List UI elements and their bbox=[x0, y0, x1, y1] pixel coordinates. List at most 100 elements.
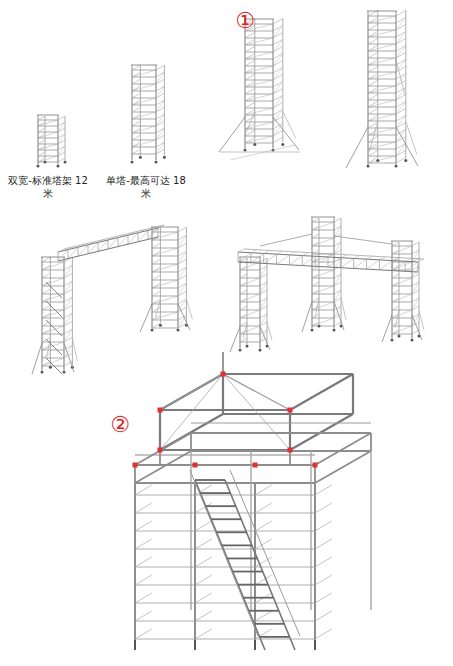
scaffold-stroke bbox=[152, 328, 178, 329]
scaffold-stroke bbox=[195, 495, 255, 496]
scaffold-stroke bbox=[178, 275, 186, 280]
scaffold-stroke bbox=[152, 240, 178, 241]
scaffold-stroke bbox=[289, 256, 302, 265]
scaffold-stroke bbox=[152, 248, 178, 249]
scaffold-stroke bbox=[42, 270, 64, 271]
scaffold-stroke bbox=[240, 338, 247, 342]
scaffold-stroke bbox=[396, 11, 397, 16]
scaffold-stroke bbox=[368, 16, 396, 17]
scaffold-stroke bbox=[260, 327, 270, 351]
castor-wheel bbox=[155, 161, 158, 164]
scaffold-stroke bbox=[368, 58, 396, 59]
scaffold-stroke bbox=[315, 298, 319, 319]
scaffold-stroke bbox=[368, 115, 378, 121]
scaffold-stroke bbox=[260, 257, 261, 262]
scaffold-stroke bbox=[315, 485, 332, 495]
scaffold-stroke bbox=[46, 358, 62, 374]
scaffold-stroke bbox=[396, 31, 406, 37]
scaffold-stroke bbox=[264, 250, 270, 253]
scaffold-stroke bbox=[396, 108, 406, 114]
scaffold-stroke bbox=[254, 483, 256, 640]
scaffold-stroke bbox=[367, 256, 373, 259]
scaffold-stroke bbox=[334, 298, 341, 302]
scaffold-stroke bbox=[273, 53, 283, 59]
scaffold-stroke bbox=[64, 321, 72, 326]
scaffold-stroke bbox=[195, 639, 255, 640]
scaffold-stroke bbox=[289, 252, 295, 255]
scaffold-stroke bbox=[42, 273, 50, 278]
scaffold-stroke bbox=[368, 16, 396, 23]
scaffold-stroke bbox=[273, 88, 283, 94]
scaffold-stroke bbox=[289, 255, 290, 265]
scaffold-stroke bbox=[412, 298, 419, 310]
scaffold-stroke bbox=[227, 558, 257, 560]
scaffold-stroke bbox=[368, 156, 396, 163]
scaffold-stroke bbox=[312, 222, 334, 230]
scaffold-stroke bbox=[38, 128, 45, 132]
scaffold-stroke bbox=[315, 451, 371, 483]
scaffold-stroke bbox=[260, 636, 290, 638]
scaffold-stroke bbox=[245, 81, 255, 87]
scaffold-stroke bbox=[405, 10, 406, 158]
castor-wheel bbox=[63, 371, 66, 374]
scaffold-stroke bbox=[352, 374, 354, 414]
scaffold-stroke bbox=[38, 120, 58, 121]
scaffold-stroke bbox=[32, 343, 42, 374]
scaffold-stroke bbox=[42, 310, 64, 311]
scaffold-stroke bbox=[135, 567, 195, 568]
scaffold-stroke bbox=[255, 575, 272, 585]
scaffold-stroke bbox=[58, 250, 68, 261]
scaffold-stroke bbox=[368, 128, 396, 135]
scaffold-stroke bbox=[195, 513, 255, 514]
scaffold-stroke bbox=[42, 358, 64, 359]
scaffold-stroke bbox=[135, 495, 195, 496]
scaffold-stroke bbox=[341, 298, 346, 321]
scaffold-stroke bbox=[245, 94, 273, 95]
scaffold-stroke bbox=[368, 79, 396, 80]
scaffold-stroke bbox=[367, 11, 397, 12]
scaffold-stroke bbox=[134, 640, 136, 650]
scaffold-stroke bbox=[405, 262, 418, 271]
scaffold-stroke bbox=[240, 274, 247, 278]
scaffold-stroke bbox=[273, 123, 283, 136]
scaffold-stroke bbox=[240, 270, 260, 271]
scaffold-stroke bbox=[273, 67, 283, 73]
scaffold-stroke bbox=[392, 282, 399, 286]
scaffold-stroke bbox=[42, 329, 50, 334]
scaffold-stroke bbox=[58, 122, 65, 132]
scaffold-stroke bbox=[135, 629, 152, 639]
scaffold-stroke bbox=[353, 258, 354, 268]
scaffold-stroke bbox=[273, 39, 283, 45]
scaffold-stroke bbox=[273, 95, 283, 108]
scaffold-stroke bbox=[135, 513, 195, 514]
scaffold-stroke bbox=[42, 366, 64, 367]
scaffold-stroke bbox=[132, 107, 140, 112]
scaffold-stroke bbox=[64, 313, 72, 326]
scaffold-stroke bbox=[64, 337, 72, 342]
scaffold-stroke bbox=[312, 238, 334, 246]
scaffold-stroke bbox=[158, 225, 164, 228]
castor-wheel bbox=[376, 159, 379, 162]
scaffold-stroke bbox=[46, 339, 62, 355]
scaffold-stroke bbox=[64, 305, 72, 310]
scaffold-stroke bbox=[245, 95, 255, 101]
scaffold-stroke bbox=[245, 116, 255, 122]
scaffold-stroke bbox=[354, 255, 360, 258]
scaffold-stroke bbox=[368, 143, 378, 149]
scaffold-stroke bbox=[42, 278, 64, 286]
scaffold-stroke bbox=[156, 121, 164, 126]
scaffold-stroke bbox=[396, 94, 406, 100]
tower-caption: 单塔-最高可达 18 米 bbox=[103, 174, 189, 200]
scaffold-stroke bbox=[334, 290, 341, 302]
scaffold-stroke bbox=[412, 274, 419, 278]
scaffold-stroke bbox=[245, 88, 255, 94]
scaffold-stroke bbox=[132, 98, 156, 105]
scaffold-stroke bbox=[195, 549, 255, 550]
scaffold-stroke bbox=[42, 278, 64, 279]
scaffold-stroke bbox=[46, 282, 62, 298]
scaffold-stroke bbox=[118, 238, 119, 247]
castor-wheel bbox=[281, 143, 284, 146]
scaffold-stroke bbox=[240, 257, 241, 262]
scaffold-stroke bbox=[135, 454, 315, 455]
scaffold-stroke bbox=[245, 143, 273, 144]
